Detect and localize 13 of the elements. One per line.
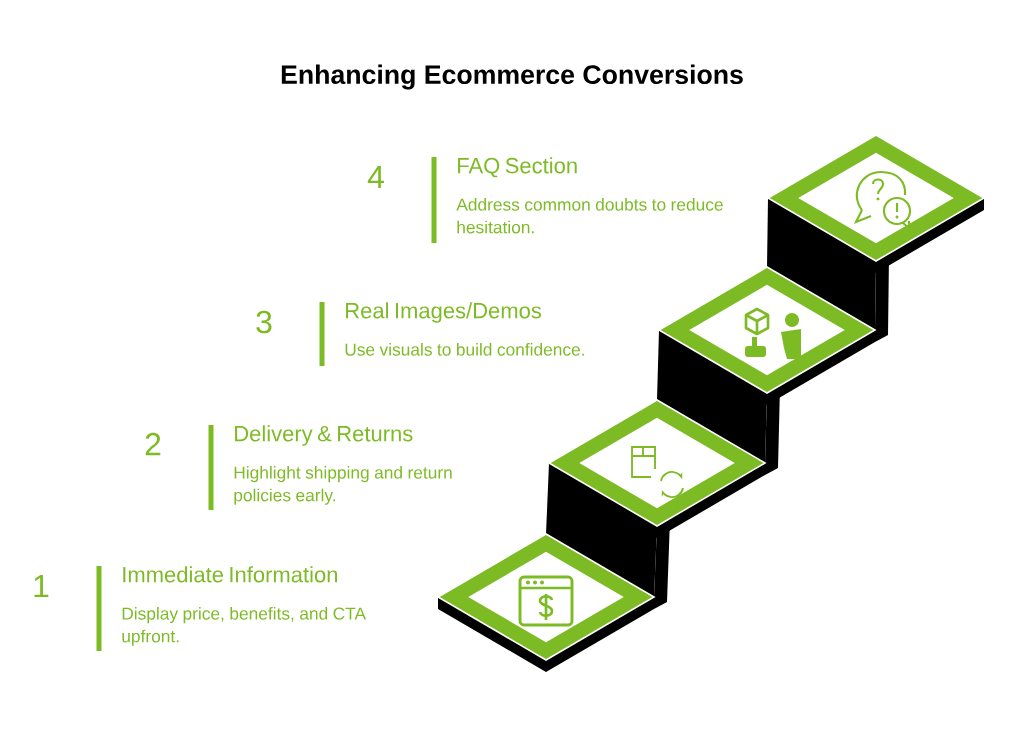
step-heading: Real Images/Demos <box>346 302 542 323</box>
step-heading: FAQ Section <box>458 157 577 178</box>
step-description: Display price, benefits, and CTA upfront. <box>122 607 367 646</box>
step-heading: Delivery & Returns <box>235 425 413 446</box>
step-heading: Immediate Information <box>123 566 337 583</box>
step-number: 1 <box>34 575 49 597</box>
step-description: Address common doubts to reduce hesitation. <box>456 198 723 234</box>
step-description: Highlight shipping and return policies early. <box>234 466 452 505</box>
step-number: 2 <box>145 432 161 456</box>
step-number: 3 <box>256 310 272 334</box>
title: Enhancing Ecommerce Conversions <box>281 64 743 90</box>
step-description: Use visuals to build confidence. <box>345 343 584 356</box>
step-number: 4 <box>367 166 384 188</box>
